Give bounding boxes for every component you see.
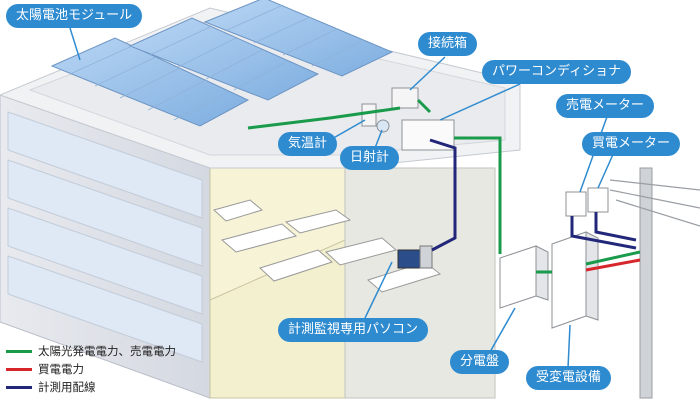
- legend-swatch-green: [6, 349, 32, 353]
- measurement-wiring: [429, 138, 637, 252]
- pc-tower: [419, 245, 433, 269]
- measure-line: [570, 216, 637, 250]
- buy-power-wiring: [585, 258, 641, 272]
- utility-pole: [639, 167, 653, 399]
- legend-item-solar: 太陽光発電電力、売電電力: [6, 342, 176, 360]
- pc-monitor: [397, 249, 421, 269]
- overhead-wires: [609, 179, 700, 227]
- callout-substation: 受変電設備: [526, 366, 612, 390]
- callout-solar-module: 太陽電池モジュール: [6, 4, 143, 28]
- callout-pyranometer: 日射計: [340, 146, 400, 170]
- callout-thermometer: 気温計: [278, 132, 338, 156]
- substation-side: [585, 231, 599, 321]
- callout-pointers: [69, 27, 616, 369]
- desk: [220, 223, 298, 253]
- callout-power-conditioner: パワーコンディショナ: [482, 60, 632, 84]
- sell-meter-unit: [565, 191, 587, 217]
- office-desks: [212, 199, 442, 293]
- legend-label: 買電電力: [38, 362, 84, 376]
- callout-sell-meter: 売電メーター: [556, 94, 655, 118]
- desk: [284, 209, 352, 234]
- panel-grid: [69, 4, 365, 121]
- measure-line: [429, 138, 457, 252]
- legend-item-buy: 買電電力: [6, 360, 176, 378]
- window-band: [7, 207, 203, 315]
- pyranometer-unit: [376, 119, 390, 133]
- solar-panel-row: [128, 17, 320, 101]
- callout-junction-box: 接続箱: [418, 32, 478, 56]
- window-band: [7, 159, 203, 267]
- legend-label: 計測用配線: [38, 380, 96, 394]
- measure-line: [594, 212, 637, 242]
- desk: [212, 199, 264, 222]
- solar-power-wiring: [247, 98, 641, 274]
- callout-distribution-board: 分電盤: [450, 350, 510, 374]
- thermometer-unit: [361, 103, 377, 127]
- solar-line: [454, 136, 502, 254]
- legend-swatch-navy: [6, 385, 32, 389]
- window-band: [7, 111, 203, 219]
- solar-line: [247, 106, 401, 130]
- legend-label: 太陽光発電電力、売電電力: [38, 344, 176, 358]
- junction-box-unit: [391, 87, 419, 109]
- buy-meter-unit: [587, 187, 609, 213]
- solar-line: [585, 250, 641, 266]
- legend-swatch-red: [6, 367, 32, 371]
- desk: [324, 237, 398, 266]
- window-band: [7, 255, 203, 363]
- substation-unit: [551, 231, 587, 329]
- callout-monitoring-pc: 計測監視専用パソコン: [278, 318, 429, 342]
- solar-panel-array: [50, 0, 394, 127]
- callout-buy-meter: 買電メーター: [582, 132, 681, 156]
- legend: 太陽光発電電力、売電電力 買電電力 計測用配線: [6, 342, 176, 396]
- desk: [259, 249, 333, 282]
- distribution-board-unit: [499, 245, 537, 309]
- legend-item-measure: 計測用配線: [6, 378, 176, 396]
- solar-line: [416, 98, 432, 114]
